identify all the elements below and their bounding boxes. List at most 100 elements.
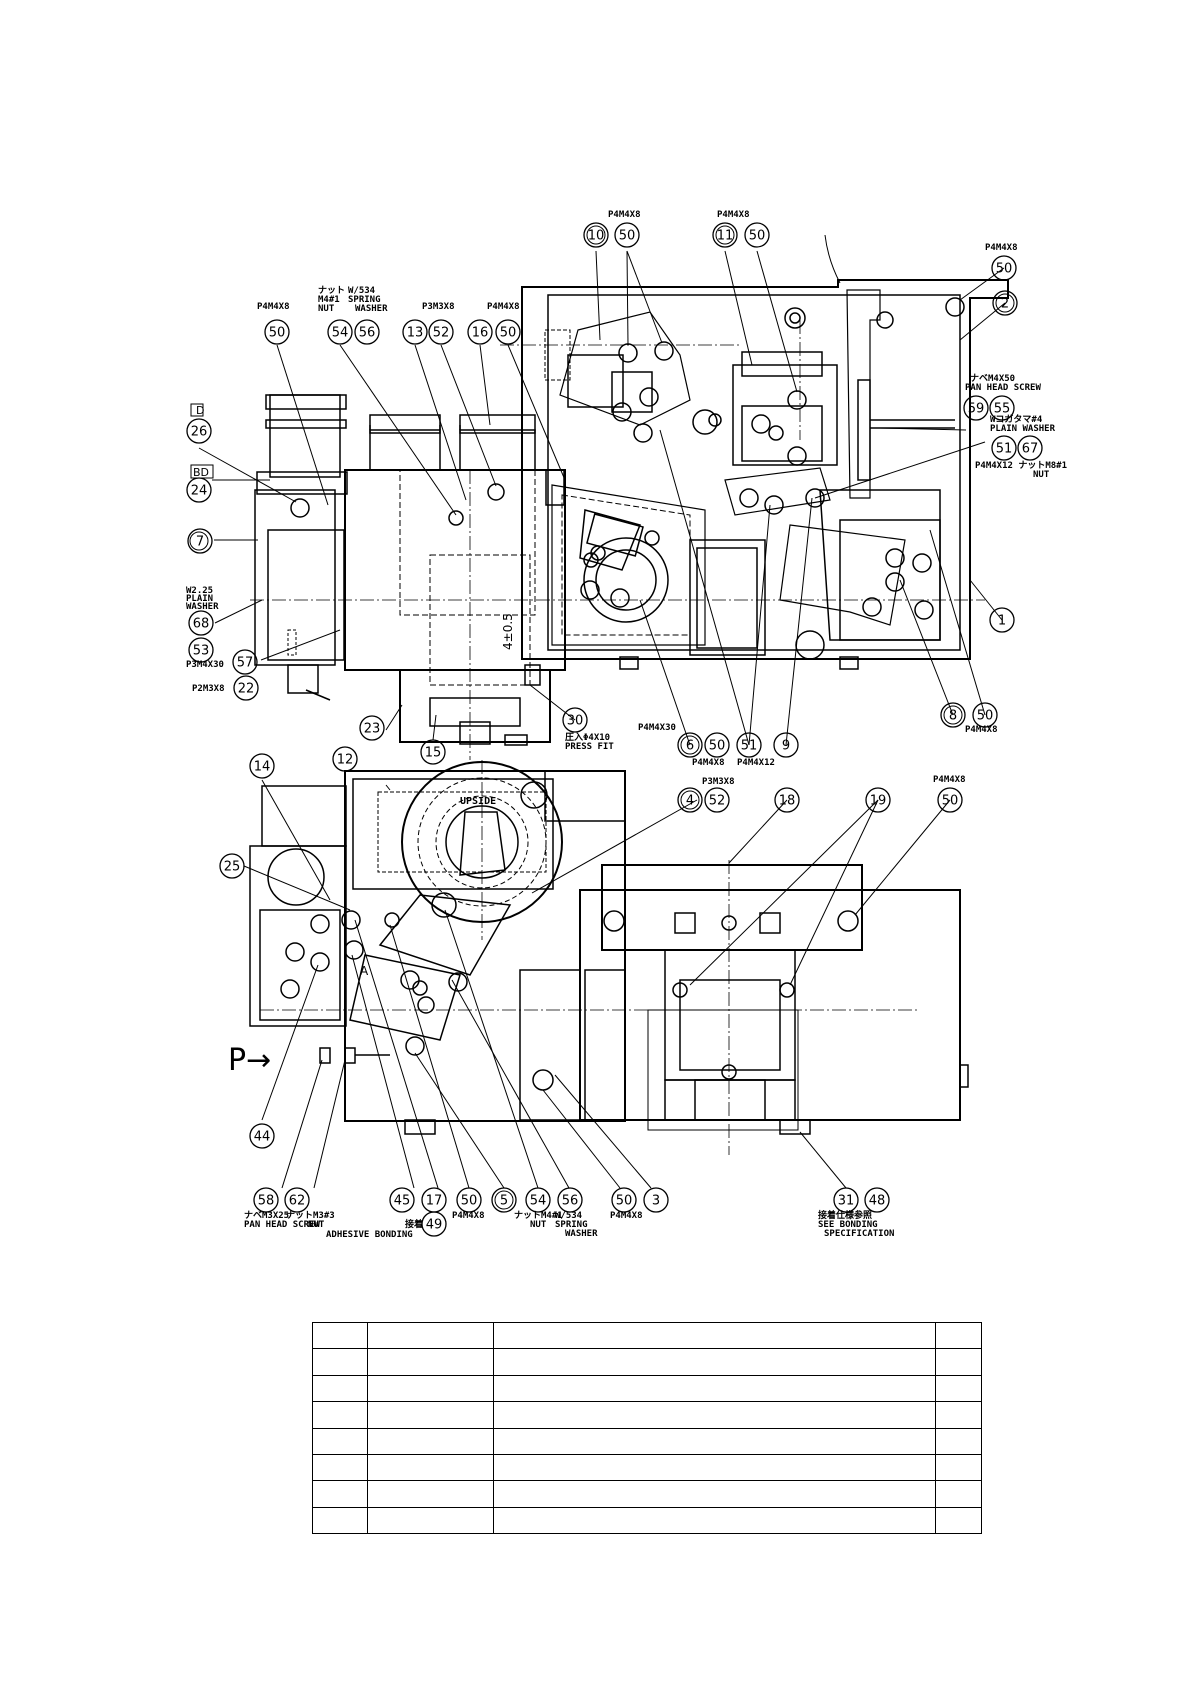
label-see-bonding: SEE BONDING [818, 1220, 878, 1230]
balloon-13: 13 [407, 326, 424, 341]
balloon-68: 68 [193, 617, 210, 632]
balloon-50: 50 [749, 229, 766, 244]
balloon-59: 59 [968, 402, 985, 417]
label-p4m4x8: P4M4X8 [487, 302, 520, 312]
table-cell [935, 1401, 982, 1429]
balloon-52: 52 [433, 326, 450, 341]
label-b58-jp: ナベM3X25 [244, 1210, 289, 1221]
table-cell [367, 1506, 494, 1535]
label-p4m4x30: P4M4X30 [638, 723, 676, 733]
balloon-51: 51 [741, 739, 758, 754]
label-pan-head-jp: ナベM4X50 [970, 373, 1015, 384]
table-cell [367, 1401, 494, 1429]
label-plain-jp: Wコガタマ#4 [990, 413, 1043, 425]
label-p4m4x8: P4M4X8 [608, 210, 641, 220]
balloon-22: 22 [238, 682, 255, 697]
table-row [312, 1453, 982, 1482]
balloon-56: 56 [562, 1194, 579, 1209]
table-cell [367, 1374, 494, 1403]
balloon-50: 50 [619, 229, 636, 244]
table-row [312, 1401, 982, 1429]
balloon-23: 23 [364, 722, 381, 737]
label-b54-jp: ナットM4#1 [514, 1210, 563, 1221]
view-label-d: D [196, 404, 204, 417]
label-p4m4x8: P4M4X8 [692, 758, 725, 768]
balloon-53: 53 [193, 644, 210, 659]
table-cell [367, 1480, 494, 1508]
label-washer: WASHER [355, 304, 388, 314]
label-w25: W2.25 [186, 586, 213, 596]
balloon-18: 18 [779, 794, 796, 809]
label-plain-washer: PLAIN WASHER [990, 424, 1056, 434]
table-cell [935, 1374, 982, 1403]
table-cell [367, 1453, 494, 1482]
label-nut: NUT [318, 304, 335, 314]
table-cell [935, 1453, 982, 1482]
balloon-2: 2 [1001, 297, 1009, 312]
dimension-4-05: 4±0.5 [501, 613, 515, 650]
table-cell [312, 1453, 368, 1482]
label-press-fit: PRESS FIT [565, 742, 614, 752]
table-cell [935, 1427, 982, 1455]
table-cell [493, 1348, 936, 1376]
table-row [312, 1348, 982, 1376]
table-cell [312, 1480, 368, 1508]
label-pan-head: PAN HEAD SCREW [965, 383, 1041, 393]
balloon-5: 5 [500, 1194, 508, 1209]
label-nut-jp: ナット [318, 285, 345, 296]
table-cell [935, 1348, 982, 1376]
table-cell [935, 1506, 982, 1535]
label-nut-m4: M4#1 [318, 295, 340, 305]
table-row [312, 1321, 982, 1350]
label-p4m4x8: P4M4X8 [717, 210, 750, 220]
label-p2m3x8: P2M3X8 [192, 684, 225, 694]
label-b56-w: W/534 [555, 1211, 583, 1221]
balloon-48: 48 [869, 1194, 886, 1209]
balloon-54: 54 [530, 1194, 547, 1209]
balloon-25: 25 [224, 860, 241, 875]
table-row [312, 1480, 982, 1508]
balloon-50: 50 [709, 739, 726, 754]
label-b58: PAN HEAD SCREW [244, 1220, 320, 1230]
balloon-19: 19 [870, 794, 887, 809]
table-cell [493, 1427, 936, 1455]
balloon-3: 3 [652, 1194, 660, 1209]
label-p4m4x8: P4M4X8 [985, 243, 1018, 253]
label-b54-nut: NUT [530, 1220, 547, 1230]
table-cell [367, 1321, 494, 1350]
label-p4m4x8: P4M4X8 [965, 725, 998, 735]
label-spring: SPRING [348, 295, 381, 305]
balloon-30: 30 [567, 714, 584, 729]
table-cell [493, 1401, 936, 1429]
label-p3m3x8: P3M3X8 [702, 777, 735, 787]
view-arrow-p: P→ [228, 1043, 271, 1078]
table-cell [312, 1506, 368, 1535]
parts-list-table [312, 1321, 982, 1535]
label-specification: SPECIFICATION [824, 1229, 894, 1239]
balloon-8: 8 [949, 709, 957, 724]
table-cell [312, 1427, 368, 1455]
label-upside: UPSIDE [460, 796, 496, 807]
label-b56-spring: SPRING [555, 1220, 588, 1230]
table-row [312, 1427, 982, 1455]
table-cell [312, 1374, 368, 1403]
label-bond-jp: 接着仕様参照 [818, 1209, 872, 1221]
balloon-24: 24 [191, 484, 208, 499]
balloon-50: 50 [977, 709, 994, 724]
balloon-49: 49 [426, 1218, 443, 1233]
table-row [312, 1374, 982, 1403]
balloon-6: 6 [686, 739, 694, 754]
table-cell [367, 1348, 494, 1376]
balloon-44: 44 [254, 1130, 271, 1145]
balloon-16: 16 [472, 326, 489, 341]
label-b62-jp: ナットM3#3 [286, 1210, 335, 1221]
balloon-15: 15 [425, 746, 442, 761]
section-label-a: A [360, 964, 369, 978]
label-p4m4x8: P4M4X8 [933, 775, 966, 785]
table-cell [493, 1321, 936, 1350]
label-b62: NUT [308, 1220, 325, 1230]
balloon-67: 67 [1022, 442, 1039, 457]
balloon-31: 31 [838, 1194, 855, 1209]
table-cell [493, 1374, 936, 1403]
